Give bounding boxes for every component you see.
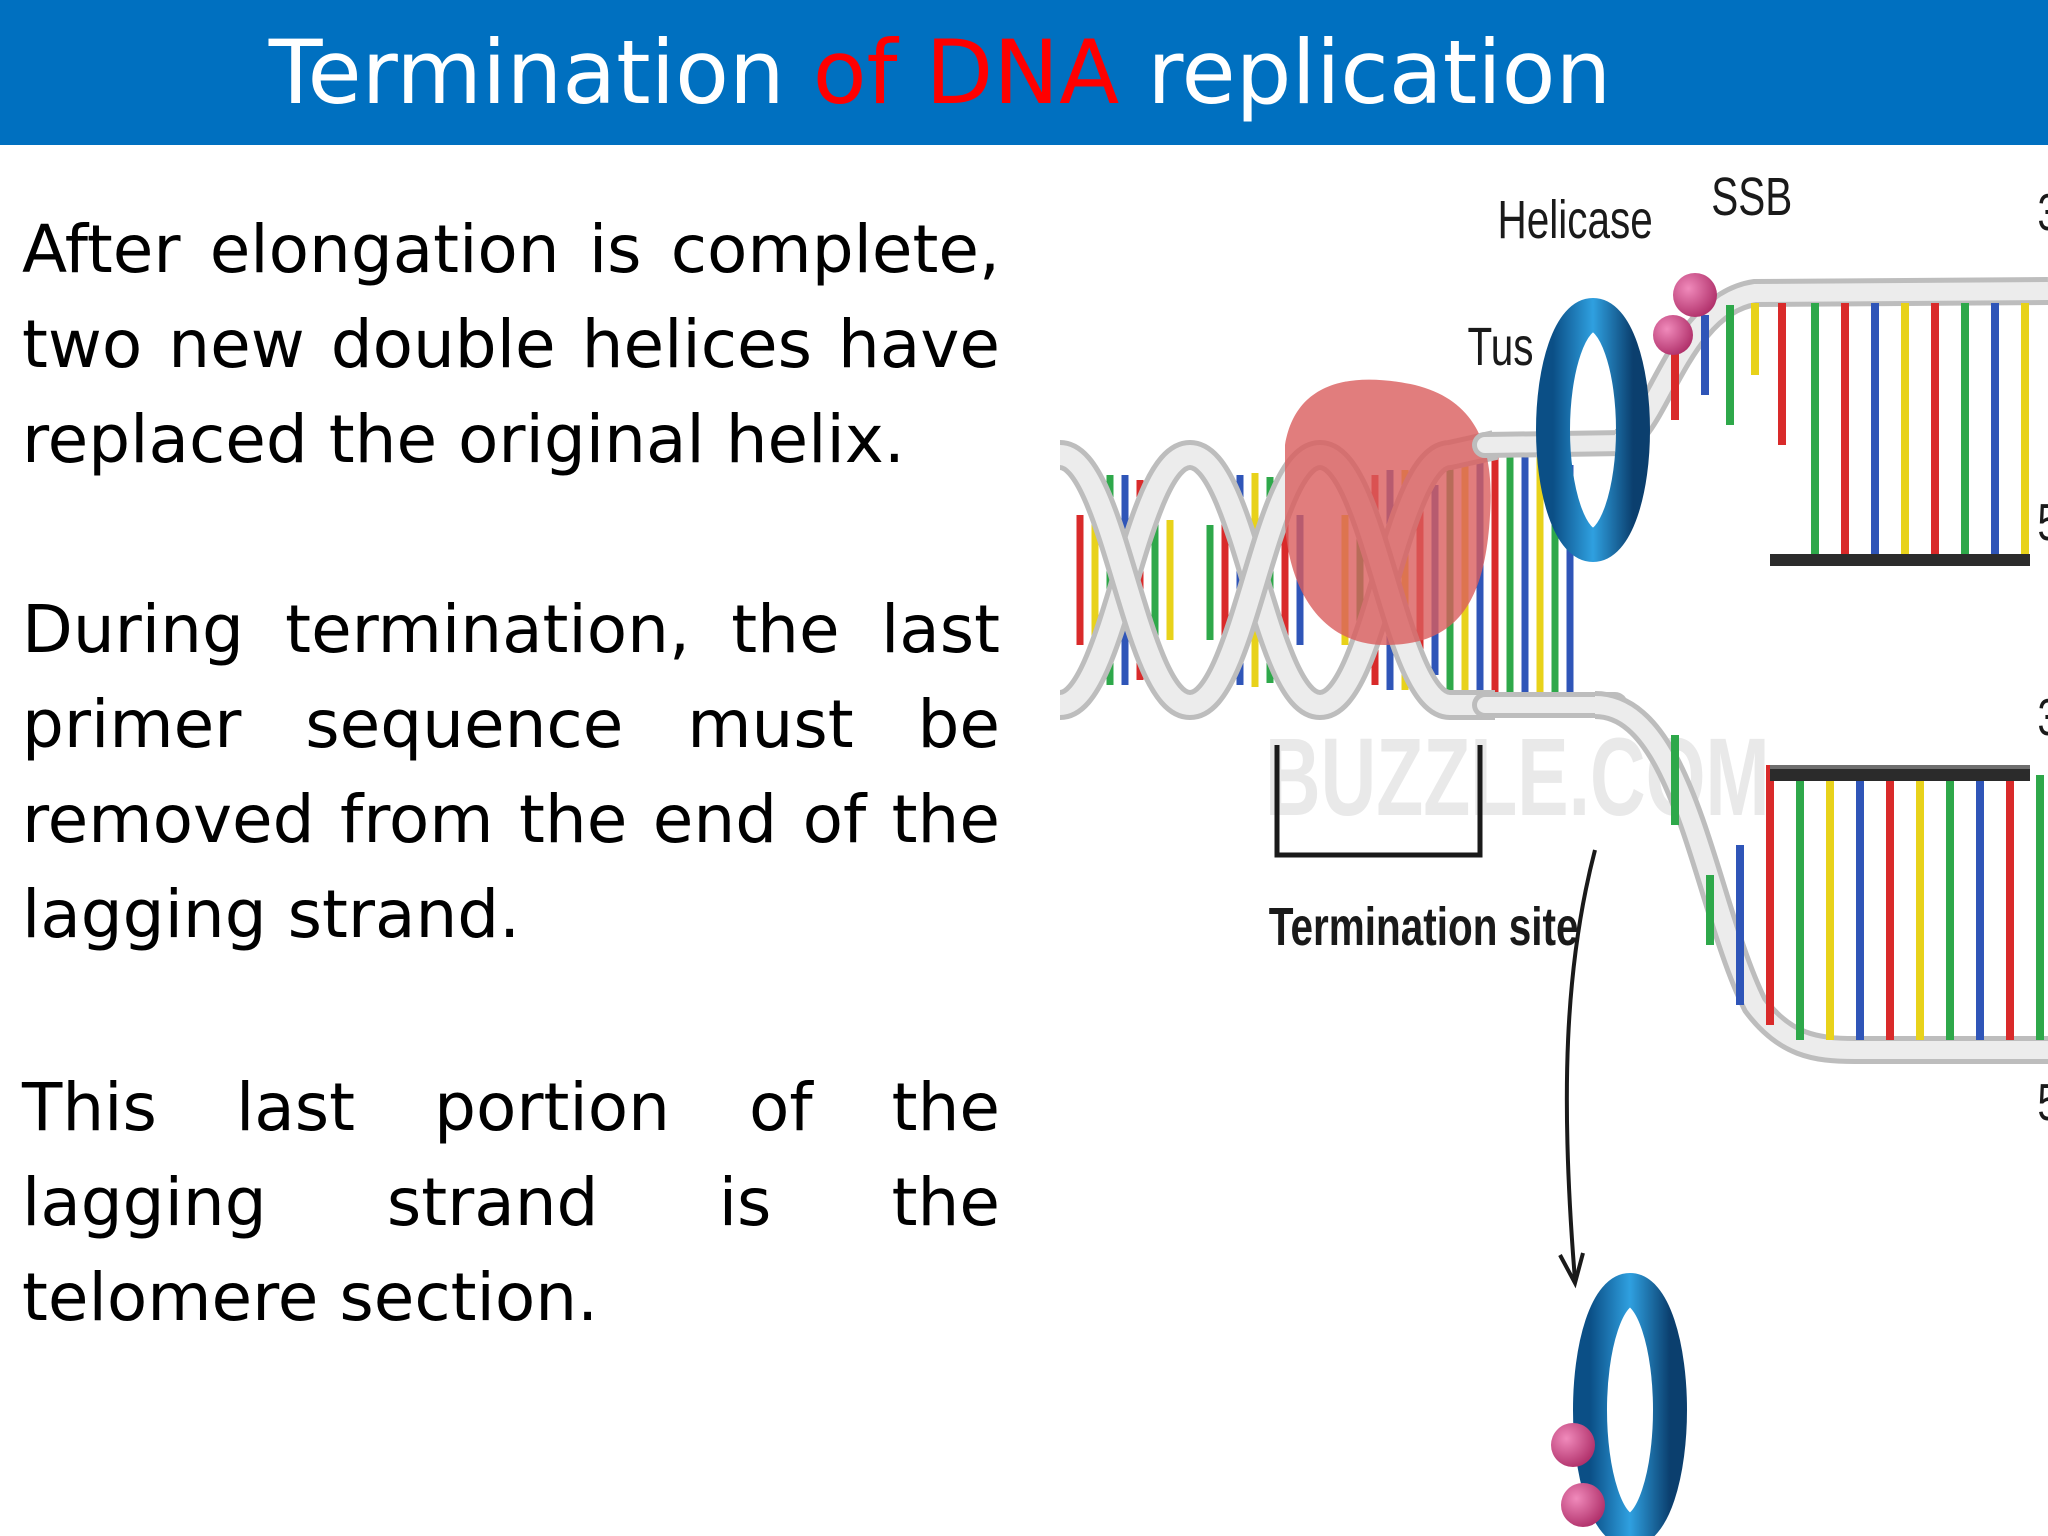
upper-daughter-backbone: [1612, 277, 2048, 457]
paragraph-telomere: This last portion of the lagging strand …: [22, 1069, 1000, 1336]
paragraph-elongation: After elongation is complete, two new do…: [22, 211, 1000, 478]
ssb-protein: [1673, 273, 1717, 317]
helicase-ring: [1536, 298, 1650, 562]
lower-daughter-backbone: [1593, 691, 2048, 1064]
top-five-prime-label: 5': [2038, 492, 2048, 551]
title-bar: Termination of DNA replication: [0, 0, 2048, 145]
released-ssb-protein: [1551, 1423, 1595, 1467]
termination-site-label: Termination site: [1269, 897, 1579, 957]
bottom-three-prime-label: 3': [2038, 687, 2048, 746]
termination-site-bracket: [1274, 745, 1483, 858]
dna-replication-diagram: BUZZLE.COM: [1056, 167, 2048, 1536]
helicase-label: Helicase: [1498, 190, 1653, 250]
ssb-protein: [1653, 315, 1693, 355]
top-three-prime-label: 3': [2038, 182, 2048, 241]
upper-base-pairs: [1671, 303, 2029, 555]
title-part-3: replication: [1119, 21, 1612, 124]
arrow-head: [1558, 1252, 1585, 1289]
released-ssb-protein: [1561, 1483, 1605, 1527]
release-arrow: [1564, 849, 1597, 1281]
ssb-label: SSB: [1711, 167, 1792, 227]
title-part-2-highlight: of DNA: [812, 21, 1120, 124]
paragraph-termination: During termination, the last primer sequ…: [22, 591, 1000, 953]
title-part-1: Termination: [268, 21, 813, 124]
slide-title: Termination of DNA replication: [0, 20, 1880, 125]
bottom-five-prime-label: 5': [2038, 1072, 2048, 1131]
tus-label: Tus: [1468, 317, 1534, 377]
lower-base-pairs: [1671, 735, 2044, 1040]
released-helicase-ring: [1573, 1273, 1687, 1536]
tus-protein: [1285, 379, 1491, 645]
